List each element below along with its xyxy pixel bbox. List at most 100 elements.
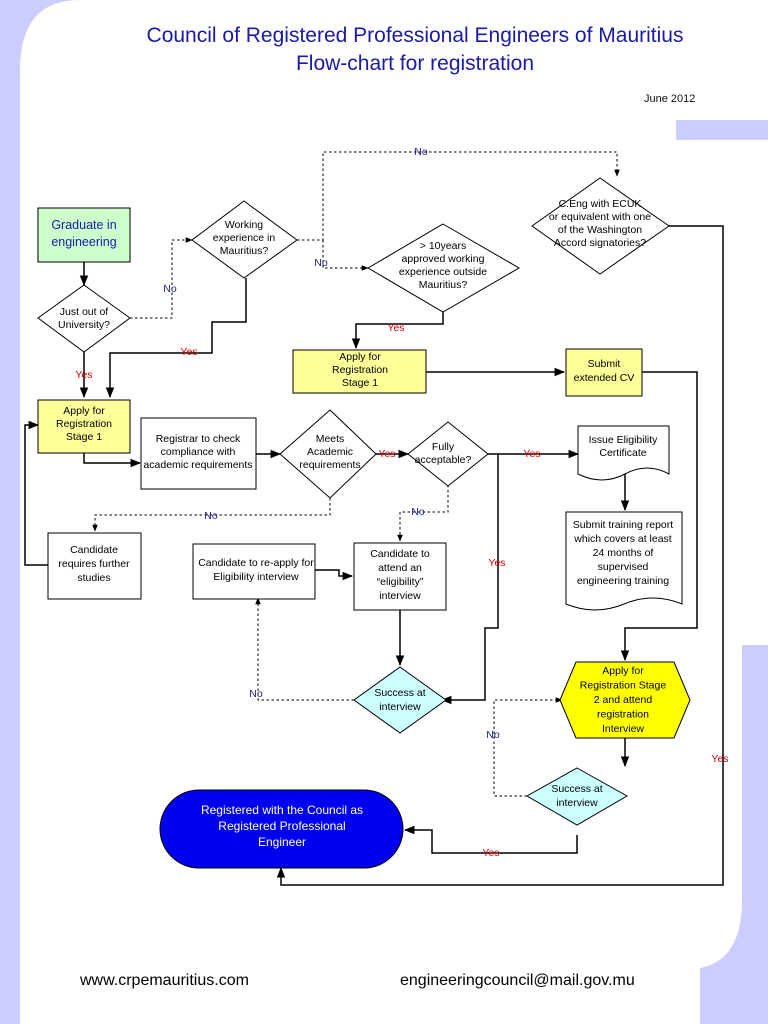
label-line: experience in bbox=[213, 232, 276, 244]
label-line: Registration Stage bbox=[580, 680, 667, 692]
edge-label-no-working-top: No bbox=[414, 146, 428, 158]
label-line: University? bbox=[58, 319, 110, 331]
label-line: Accord signatories? bbox=[554, 237, 646, 249]
label-line: Interview bbox=[602, 723, 644, 735]
node-apply-stage1-a bbox=[37, 399, 131, 454]
label-line: Stage 1 bbox=[66, 431, 102, 443]
website-link[interactable]: www.crpemauritius.com bbox=[80, 972, 249, 989]
email-link[interactable]: engineeringcouncil@mail.gov.mu bbox=[400, 972, 635, 989]
node-ten-years bbox=[367, 223, 520, 313]
node-success-interview-2 bbox=[525, 767, 629, 826]
node-graduate bbox=[37, 207, 131, 263]
label-line: Registration bbox=[56, 418, 112, 430]
label-training-report: Submit training report which covers at le… bbox=[573, 519, 673, 587]
node-submit-cv bbox=[565, 348, 643, 397]
label-line: Meets bbox=[316, 433, 345, 445]
node-attend-interview bbox=[353, 542, 447, 611]
edge-justout-no bbox=[130, 237, 193, 319]
edge-success2-registered bbox=[403, 825, 578, 854]
page-title: Council of Registered Professional Engin… bbox=[146, 24, 684, 47]
edge-label-yes-success2: Yes bbox=[482, 847, 499, 859]
label-line: Certificate bbox=[599, 447, 646, 459]
edge-further-stage1 bbox=[24, 420, 48, 566]
label-success-interview-1: Success at interview bbox=[374, 687, 425, 713]
node-just-out bbox=[37, 284, 131, 353]
edge-label-no-justout: No bbox=[163, 283, 177, 295]
edge-label-no-meets: No bbox=[204, 510, 218, 522]
label-line: interview bbox=[556, 797, 598, 809]
label-line: attend an bbox=[378, 562, 422, 574]
edge-label-no-fully: No bbox=[411, 506, 425, 518]
label-line: Academic bbox=[307, 446, 353, 458]
label-line: Candidate to re-apply for bbox=[198, 557, 314, 569]
label-line: requires further bbox=[58, 558, 130, 570]
edge-label-no-success2: No bbox=[486, 729, 500, 741]
label-line: requirements bbox=[299, 459, 360, 471]
edge-label-yes-meets: Yes bbox=[378, 448, 395, 460]
label-line: Candidate to bbox=[370, 548, 430, 560]
date-label: June 2012 bbox=[644, 93, 696, 105]
label-line: Registered Professional bbox=[218, 819, 345, 833]
label-line: Success at bbox=[374, 687, 425, 699]
node-reapply bbox=[192, 543, 316, 600]
label-line: Mauritius? bbox=[419, 279, 468, 291]
label-line: engineering bbox=[51, 235, 116, 249]
node-registrar-check bbox=[140, 417, 257, 490]
label-line: > 10years bbox=[420, 240, 466, 252]
edge-label-yes-fully: Yes bbox=[523, 448, 540, 460]
node-candidate-further bbox=[47, 532, 142, 600]
label-line: Registration bbox=[332, 364, 388, 376]
label-line: approved working bbox=[402, 253, 485, 265]
label-line: Engineer bbox=[258, 835, 306, 849]
label-line: Submit training report bbox=[573, 519, 673, 531]
node-ceng bbox=[531, 177, 670, 275]
label-registered: Registered with the Council as Registered… bbox=[201, 803, 363, 849]
label-line: Just out of bbox=[60, 306, 109, 318]
edge-working-yes bbox=[105, 278, 247, 399]
page-subtitle: Flow-chart for registration bbox=[295, 52, 535, 75]
node-working-exp bbox=[191, 200, 298, 279]
edge-label-yes-justout: Yes bbox=[75, 369, 92, 381]
edge-label-yes-tenyears: Yes bbox=[387, 322, 404, 334]
edge-cv-stage2 bbox=[620, 371, 698, 662]
label-line: Eligibility interview bbox=[213, 571, 299, 583]
edge-stage1-registrar bbox=[83, 453, 142, 468]
label-line: academic requirements bbox=[143, 459, 252, 471]
label-line: compliance with bbox=[161, 446, 236, 458]
edge-tenyears-yes bbox=[351, 312, 444, 350]
label-line: Apply for bbox=[602, 665, 644, 677]
node-apply-stage1-b bbox=[292, 349, 427, 394]
label-line: 24 months of bbox=[593, 547, 654, 559]
node-issue-certificate bbox=[577, 425, 670, 481]
label-line: supervised bbox=[598, 561, 649, 573]
label-line: Registered with the Council as bbox=[201, 803, 363, 817]
label-line: registration bbox=[597, 709, 649, 721]
edge-success2-no bbox=[493, 697, 563, 797]
label-line: acceptable? bbox=[415, 454, 472, 466]
node-registered bbox=[159, 789, 404, 869]
node-success-interview-1 bbox=[353, 666, 447, 734]
label-line: Issue Eligibility bbox=[589, 434, 659, 446]
label-line: or equivalent with one bbox=[549, 211, 651, 223]
label-line: Candidate bbox=[70, 544, 118, 556]
label-line: Fully bbox=[432, 441, 455, 453]
label-line: experience outside bbox=[399, 266, 487, 278]
label-line: interview bbox=[379, 590, 421, 602]
edge-label-yes-working: Yes bbox=[180, 346, 197, 358]
label-line: which covers at least bbox=[573, 533, 672, 545]
label-line: interview bbox=[379, 701, 421, 713]
